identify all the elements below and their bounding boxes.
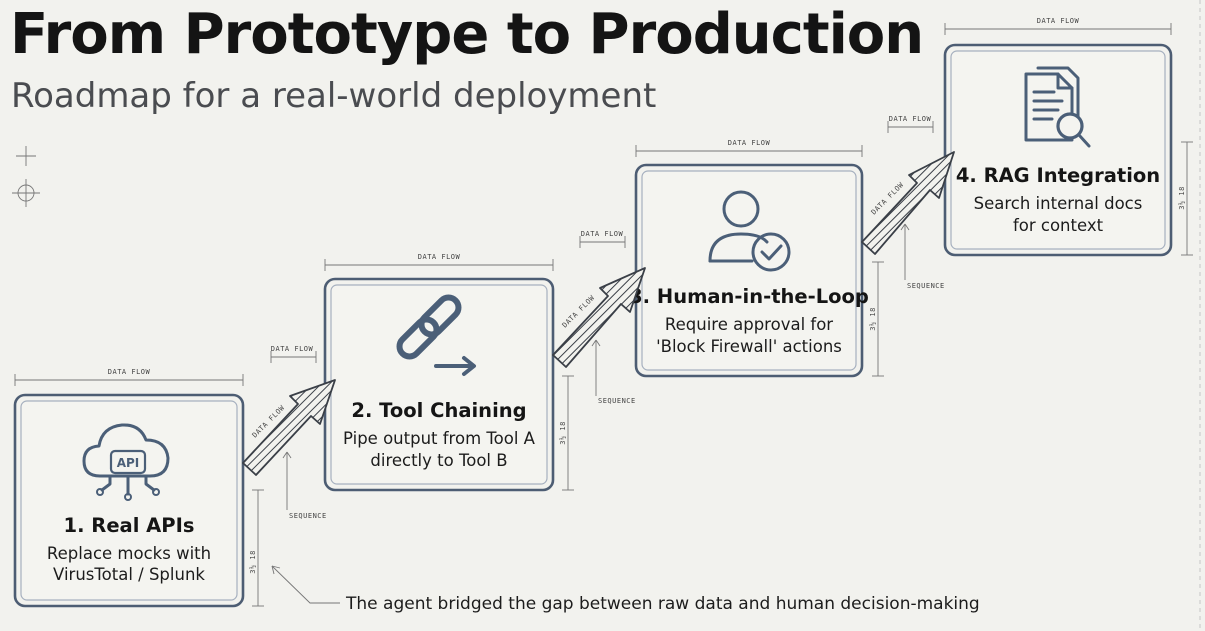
step-4-title: 4. RAG Integration bbox=[956, 164, 1160, 187]
dimension-label: 3½ 18 bbox=[559, 421, 567, 445]
step-3-card: DATA FLOW 3. Human-in-the-Loop Require a… bbox=[629, 139, 884, 378]
step-1-desc-line-1: Replace mocks with bbox=[47, 544, 211, 563]
step-1-title: 1. Real APIs bbox=[64, 514, 195, 537]
data-flow-label: DATA FLOW bbox=[889, 115, 932, 123]
step-1-desc-line-2: VirusTotal / Splunk bbox=[53, 565, 205, 584]
sequence-label: SEQUENCE bbox=[289, 512, 327, 520]
step-2-card: DATA FLOW 2. Tool Chaining Pipe output f… bbox=[323, 253, 574, 492]
sequence-label: SEQUENCE bbox=[907, 282, 945, 290]
step-2-desc-line-1: Pipe output from Tool A bbox=[343, 429, 536, 448]
data-flow-label: DATA FLOW bbox=[728, 139, 771, 147]
flow-arrow-1-to-2: DATA FLOW DATA FLOW SEQUENCE bbox=[242, 345, 336, 520]
step-3-title: 3. Human-in-the-Loop bbox=[629, 285, 869, 308]
data-flow-label: DATA FLOW bbox=[1037, 17, 1080, 25]
flow-arrow-3-to-4: DATA FLOW DATA FLOW SEQUENCE bbox=[861, 115, 955, 290]
sequence-label: SEQUENCE bbox=[598, 397, 636, 405]
step-4-desc-line-1: Search internal docs bbox=[974, 194, 1143, 213]
flow-arrow-2-to-3: DATA FLOW DATA FLOW SEQUENCE bbox=[552, 230, 646, 405]
step-1-card: DATA FLOW API 1. Real APIs Replace mocks… bbox=[13, 368, 264, 608]
dimension-label: 3½ 18 bbox=[249, 550, 257, 574]
dimension-label: 3½ 18 bbox=[869, 307, 877, 331]
document-search-icon bbox=[1024, 66, 1091, 148]
api-icon-text: API bbox=[117, 456, 140, 470]
step-2-desc-line-2: directly to Tool B bbox=[370, 451, 507, 470]
dimension-label: 3½ 18 bbox=[1178, 186, 1186, 210]
caption-leader bbox=[271, 565, 340, 604]
page-title: From Prototype to Production bbox=[10, 2, 924, 67]
user-check-icon bbox=[708, 190, 791, 272]
step-2-title: 2. Tool Chaining bbox=[351, 399, 526, 422]
data-flow-label: DATA FLOW bbox=[418, 253, 461, 261]
step-4-card: DATA FLOW 4. RAG Integration Search inte… bbox=[943, 17, 1193, 257]
bottom-caption: The agent bridged the gap between raw da… bbox=[345, 594, 980, 614]
chain-link-icon bbox=[396, 294, 476, 376]
step-4-desc-line-2: for context bbox=[1013, 216, 1104, 235]
cloud-api-icon: API bbox=[82, 423, 170, 501]
data-flow-label: DATA FLOW bbox=[581, 230, 624, 238]
page-subtitle: Roadmap for a real-world deployment bbox=[11, 76, 657, 116]
step-3-desc-line-2: 'Block Firewall' actions bbox=[656, 337, 842, 356]
step-3-desc-line-1: Require approval for bbox=[665, 315, 833, 334]
data-flow-label: DATA FLOW bbox=[271, 345, 314, 353]
data-flow-label: DATA FLOW bbox=[108, 368, 151, 376]
registration-marks bbox=[12, 146, 40, 207]
